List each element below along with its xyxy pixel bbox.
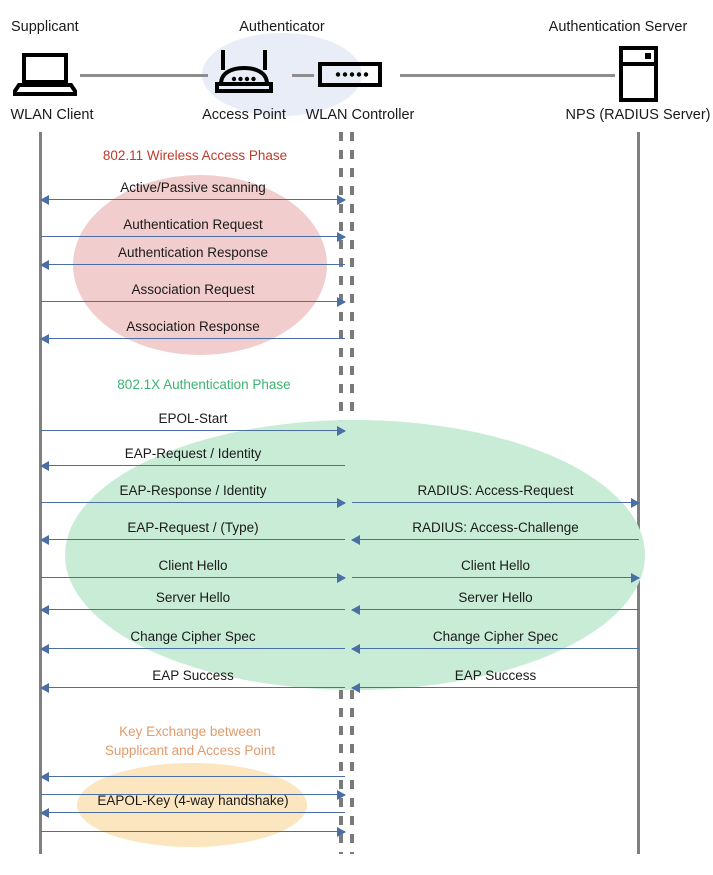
message-line-left-16 — [41, 831, 345, 832]
message-label-right-3: Server Hello — [458, 590, 533, 605]
actor-device-nps-radius-server: NPS (RADIUS Server) — [565, 107, 711, 123]
message-line-left-5 — [41, 430, 345, 431]
message-line-left-12 — [41, 687, 345, 688]
actor-role-auth-server: Authentication Server — [548, 19, 688, 35]
message-line-left-2 — [41, 264, 345, 265]
arrow-head-right-right-0 — [631, 498, 640, 508]
actor-role-supplicant: Supplicant — [11, 19, 79, 35]
arrow-head-right-left-16 — [337, 827, 346, 837]
arrow-head-left-left-12 — [40, 683, 49, 693]
wireless-access-point-icon — [213, 48, 275, 96]
message-label-left-8: EAP-Request / (Type) — [127, 520, 259, 535]
message-label-left-4: Association Response — [126, 319, 260, 334]
message-label-left-2: Authentication Response — [117, 245, 269, 260]
arrow-head-left-left-2 — [40, 260, 49, 270]
message-line-left-4 — [41, 338, 345, 339]
message-line-right-4 — [352, 648, 639, 649]
link-client-to-ap — [80, 74, 208, 77]
arrow-head-left-left-10 — [40, 605, 49, 615]
message-line-right-2 — [352, 577, 639, 578]
message-line-left-0 — [41, 199, 345, 200]
arrow-head-right-left-3 — [337, 297, 346, 307]
message-label-right-1: RADIUS: Access-Challenge — [412, 520, 579, 535]
message-label-left-0: Active/Passive scanning — [120, 180, 266, 195]
phase-label-key-exchange: Key Exchange between Supplicant and Acce… — [90, 722, 290, 760]
message-label-left-10: Server Hello — [155, 590, 231, 605]
arrow-head-right-left-5 — [337, 426, 346, 436]
message-line-left-6 — [41, 465, 345, 466]
message-line-right-3 — [352, 609, 639, 610]
arrow-head-left-left-6 — [40, 461, 49, 471]
message-line-right-1 — [352, 539, 639, 540]
message-line-left-3 — [41, 301, 345, 302]
message-label-left-15: EAPOL-Key (4-way handshake) — [97, 793, 289, 808]
phase-blob-wireless-access — [73, 175, 327, 355]
arrow-head-left-right-4 — [351, 644, 360, 654]
arrow-head-left-right-5 — [351, 683, 360, 693]
arrow-head-left-left-15 — [40, 808, 49, 818]
message-label-left-11: Change Cipher Spec — [130, 629, 256, 644]
message-label-left-1: Authentication Request — [123, 217, 263, 232]
network-switch-icon — [318, 62, 382, 88]
arrow-head-left-right-1 — [351, 535, 360, 545]
message-line-left-13 — [41, 776, 345, 777]
message-label-right-0: RADIUS: Access-Request — [417, 483, 574, 498]
lifeline-supplicant — [39, 132, 42, 854]
message-line-left-8 — [41, 539, 345, 540]
arrow-head-right-left-9 — [337, 573, 346, 583]
arrow-head-right-left-14 — [337, 790, 346, 800]
arrow-head-left-right-3 — [351, 605, 360, 615]
message-line-right-0 — [352, 502, 639, 503]
message-line-left-10 — [41, 609, 345, 610]
message-label-left-9: Client Hello — [158, 558, 228, 573]
message-line-left-1 — [41, 236, 345, 237]
laptop-icon — [13, 52, 77, 96]
link-ap-to-controller — [292, 74, 314, 77]
actor-device-wlan-client: WLAN Client — [10, 107, 94, 123]
phase-label-wireless-access: 802.11 Wireless Access Phase — [102, 148, 288, 163]
arrow-head-right-left-0 — [337, 195, 346, 205]
message-label-right-2: Client Hello — [460, 558, 531, 573]
arrow-head-right-right-2 — [631, 573, 640, 583]
phase-label-key-exchange-line1: Key Exchange between — [119, 724, 261, 739]
phase-label-dot1x-auth: 802.1X Authentication Phase — [117, 377, 291, 392]
actor-device-wlan-controller: WLAN Controller — [305, 107, 415, 123]
message-label-left-6: EAP-Request / Identity — [124, 446, 262, 461]
link-controller-to-server — [400, 74, 615, 77]
message-line-left-14 — [41, 794, 345, 795]
actor-role-authenticator: Authenticator — [239, 19, 325, 35]
arrow-head-left-left-11 — [40, 644, 49, 654]
message-label-left-12: EAP Success — [152, 668, 234, 683]
arrow-head-left-left-0 — [40, 195, 49, 205]
message-line-left-15 — [41, 812, 345, 813]
phase-blob-key-exchange — [77, 763, 307, 847]
message-label-left-5: EPOL-Start — [158, 411, 228, 426]
authenticator-group-blob — [202, 33, 362, 116]
message-line-left-7 — [41, 502, 345, 503]
arrow-head-left-left-4 — [40, 334, 49, 344]
message-label-right-4: Change Cipher Spec — [432, 629, 559, 644]
arrow-head-right-left-1 — [337, 232, 346, 242]
message-line-left-9 — [41, 577, 345, 578]
message-line-left-11 — [41, 648, 345, 649]
message-label-left-3: Association Request — [131, 282, 255, 297]
actor-device-access-point: Access Point — [202, 107, 286, 123]
message-line-right-5 — [352, 687, 639, 688]
server-tower-icon — [619, 46, 659, 102]
message-label-right-5: EAP Success — [454, 668, 537, 683]
lifeline-auth-server — [637, 132, 640, 854]
arrow-head-right-left-7 — [337, 498, 346, 508]
arrow-head-left-left-8 — [40, 535, 49, 545]
phase-label-key-exchange-line2: Supplicant and Access Point — [104, 743, 276, 758]
arrow-head-left-left-13 — [40, 772, 49, 782]
message-label-left-7: EAP-Response / Identity — [119, 483, 267, 498]
